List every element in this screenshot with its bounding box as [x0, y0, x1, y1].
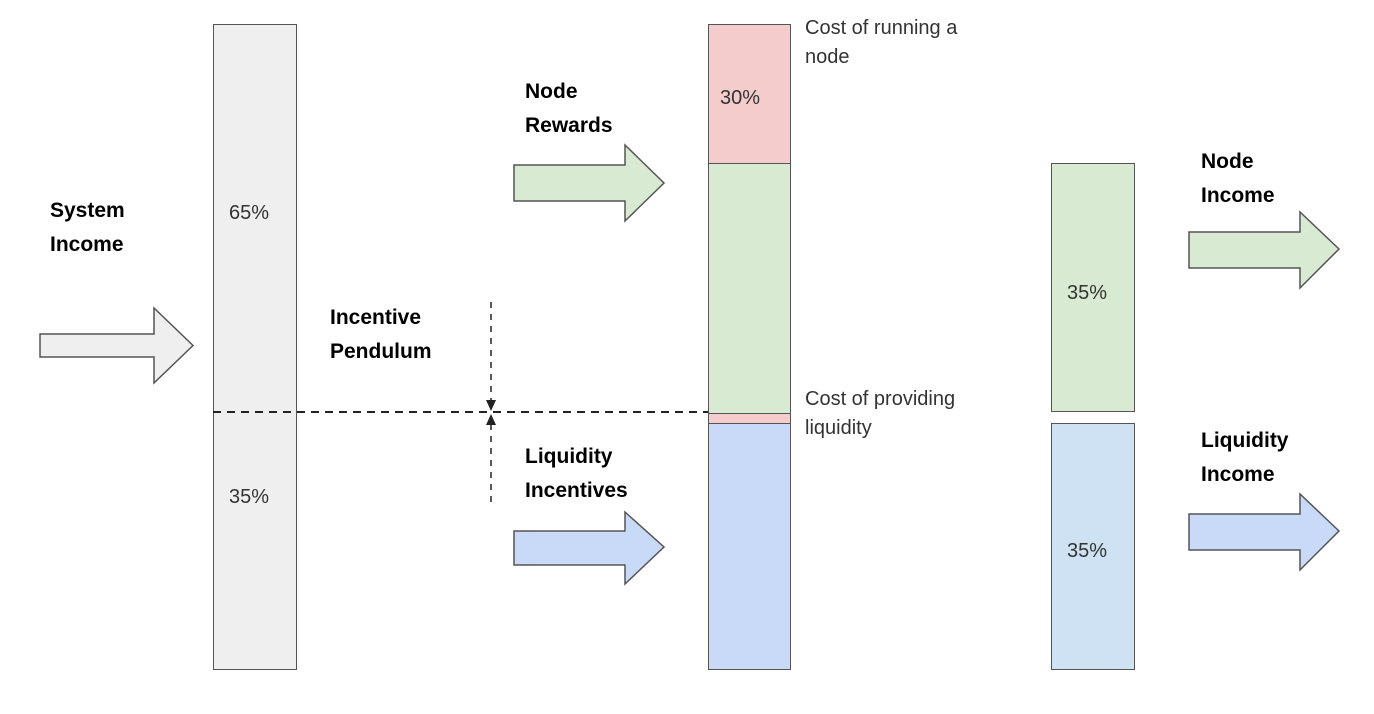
- cost-liquidity-line2: liquidity: [805, 417, 872, 439]
- system-income-bottom-pct: 35%: [229, 486, 270, 508]
- liquidity-income-pct: 35%: [1067, 540, 1108, 562]
- node-income-line2: Income: [1201, 184, 1275, 207]
- incentive-pendulum-line2: Pendulum: [330, 340, 432, 363]
- cost-liquidity-line1: Cost of providing: [805, 388, 956, 410]
- node-rewards-segment: [708, 163, 791, 414]
- incentive-pendulum-label: Incentive Pendulum: [330, 301, 432, 369]
- liquidity-income-bar: [1051, 423, 1135, 670]
- node-income-label: Node Income: [1201, 145, 1275, 213]
- system-income-label-line1: System: [50, 199, 125, 222]
- node-cost-pct: 30%: [720, 87, 761, 109]
- liquidity-incentives-line2: Incentives: [525, 479, 628, 502]
- liquidity-incentives-segment: [708, 423, 791, 670]
- node-rewards-label: Node Rewards: [525, 75, 613, 143]
- node-income-line1: Node: [1201, 150, 1254, 173]
- cost-of-providing-liquidity-label: Cost of providing liquidity: [805, 385, 955, 443]
- liquidity-incentives-label: Liquidity Incentives: [525, 440, 628, 508]
- liquidity-income-line1: Liquidity: [1201, 429, 1289, 452]
- cost-node-line1: Cost of running a: [805, 17, 958, 39]
- liquidity-income-line2: Income: [1201, 463, 1275, 486]
- pendulum-up-arrowhead: [486, 414, 496, 425]
- node-income-pct: 35%: [1067, 282, 1108, 304]
- system-income-label-line2: Income: [50, 233, 124, 256]
- node-income-arrow: [1188, 210, 1341, 290]
- system-income-top-pct: 65%: [229, 202, 270, 224]
- cost-node-line2: node: [805, 46, 850, 68]
- cost-of-running-node-label: Cost of running a node: [805, 14, 957, 72]
- system-income-label: System Income: [50, 194, 125, 262]
- node-rewards-arrow: [513, 143, 666, 223]
- incentive-pendulum-line1: Incentive: [330, 306, 422, 329]
- liquidity-income-label: Liquidity Income: [1201, 424, 1289, 492]
- node-rewards-line1: Node: [525, 80, 578, 103]
- system-income-bar: [213, 24, 297, 670]
- node-rewards-line2: Rewards: [525, 114, 613, 137]
- system-income-arrow: [39, 306, 195, 385]
- pendulum-down-arrowhead: [486, 400, 496, 411]
- liquidity-incentives-line1: Liquidity: [525, 445, 613, 468]
- liquidity-income-arrow: [1188, 492, 1341, 572]
- liquidity-incentives-arrow: [513, 510, 666, 586]
- node-income-bar: [1051, 163, 1135, 412]
